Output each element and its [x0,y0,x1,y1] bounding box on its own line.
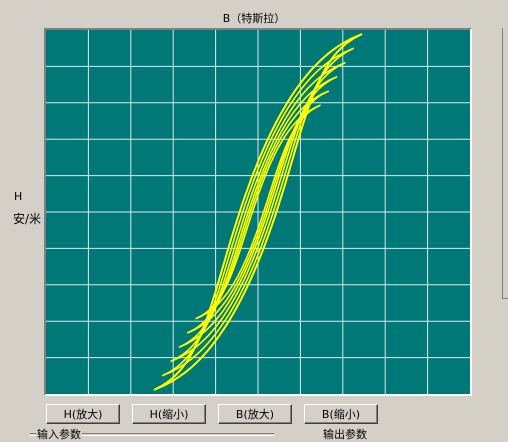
y-axis-label-symbol: H [14,190,23,203]
output-params-label: 输出参数 [322,426,368,442]
input-params-label: 输入参数 [36,426,82,442]
hysteresis-loop [195,104,321,320]
b-zoom-out-button[interactable]: B(缩小) [304,404,378,424]
right-panel-border [502,28,508,288]
b-zoom-in-button[interactable]: B(放大) [218,404,292,424]
h-zoom-in-button[interactable]: H(放大) [46,404,120,424]
hysteresis-plot [44,28,472,396]
hysteresis-loop [153,33,363,391]
plot-canvas [46,30,470,394]
hysteresis-loop [186,90,330,334]
h-zoom-out-button[interactable]: H(缩小) [132,404,206,424]
hysteresis-loop [161,47,355,377]
chart-title: B（特斯拉） [222,12,286,25]
hysteresis-loop [178,75,338,349]
hysteresis-loop [170,61,346,363]
right-panel-edge [502,288,508,299]
y-axis-label-unit: 安/米 [13,212,42,226]
